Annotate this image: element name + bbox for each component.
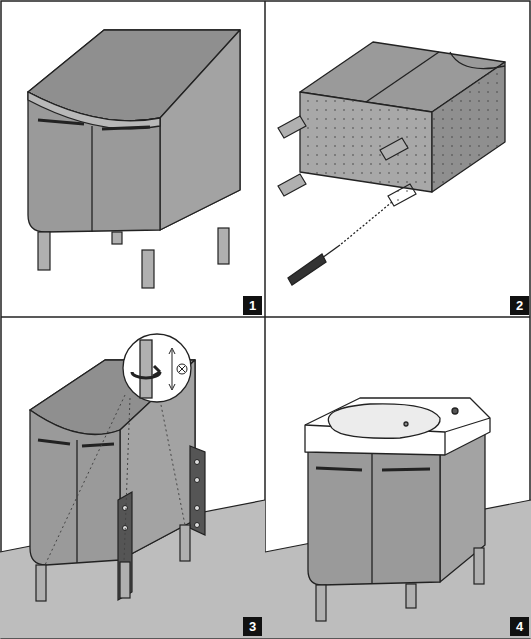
washbasin — [328, 404, 440, 438]
cabinet-leg — [388, 184, 416, 206]
cabinet-leg — [278, 116, 416, 206]
washbasin — [444, 432, 445, 455]
cabinet — [28, 92, 160, 129]
cabinet-leg — [278, 174, 306, 196]
detail-leader — [124, 398, 130, 562]
cabinet-leg — [38, 228, 229, 288]
cabinet-leg — [36, 565, 46, 601]
panel-frame — [1, 316, 530, 318]
step-number-text: 1 — [249, 299, 256, 312]
cabinet — [160, 30, 240, 230]
washbasin — [305, 398, 490, 455]
bracket-hole — [123, 506, 128, 511]
step-number: 3 — [243, 617, 262, 636]
cabinet-upside-down — [450, 52, 505, 69]
cabinet-leg — [36, 525, 190, 601]
cabinet-leg — [180, 525, 190, 561]
screwdriver — [288, 202, 392, 285]
cabinet-leg — [278, 116, 306, 138]
step-number: 1 — [243, 296, 262, 315]
cabinet — [82, 444, 114, 446]
cabinet-leg — [316, 585, 326, 621]
cabinet-leg — [316, 548, 484, 621]
cabinet — [316, 468, 362, 470]
screwdriver — [288, 254, 326, 285]
cabinet-upside-down — [300, 42, 505, 192]
detail-inset — [172, 350, 173, 388]
detail-inset — [179, 366, 185, 372]
cabinet-leg — [380, 138, 408, 160]
step-number-text: 3 — [249, 620, 256, 633]
wall-bracket — [190, 446, 205, 535]
cabinet — [38, 440, 70, 444]
detail-inset — [153, 366, 160, 376]
cabinet-upside-down — [366, 52, 439, 102]
cabinet — [382, 469, 430, 470]
bracket-hole — [195, 506, 200, 511]
cabinet-leg — [112, 232, 122, 244]
detail-leader — [45, 395, 185, 565]
cabinet — [28, 30, 240, 232]
detail-inset — [177, 364, 187, 374]
cabinet — [91, 126, 92, 232]
cabinet — [28, 92, 160, 232]
cabinet-upside-down — [300, 92, 432, 192]
wall-bracket — [118, 446, 205, 600]
wall-bracket — [118, 492, 132, 600]
cabinet-upside-down — [300, 92, 432, 192]
detail-inset — [123, 334, 191, 402]
step-number-text: 2 — [516, 299, 523, 312]
cabinet — [76, 440, 77, 563]
cabinet-upside-down — [432, 62, 505, 192]
bracket-hole — [195, 460, 200, 465]
step-number: 2 — [510, 296, 529, 315]
bracket-hole — [123, 460, 200, 591]
screwdriver — [322, 245, 340, 258]
detail-inset — [123, 334, 191, 402]
cabinet-leg — [474, 548, 484, 584]
detail-inset — [169, 348, 175, 390]
washbasin — [305, 398, 490, 455]
cabinet-leg — [218, 228, 229, 264]
screwdriver — [340, 202, 392, 245]
cabinet — [30, 410, 120, 565]
detail-inset — [140, 340, 152, 398]
bracket-hole — [195, 523, 200, 528]
cabinet-leg — [38, 232, 50, 270]
cabinet — [102, 127, 150, 129]
step-number-text: 4 — [516, 620, 523, 633]
detail-leader — [160, 400, 185, 525]
cabinet-leg — [120, 562, 130, 598]
washbasin — [404, 422, 408, 426]
detail-leader — [45, 395, 125, 565]
cabinet — [371, 449, 372, 584]
cabinet-upside-down — [432, 62, 505, 192]
cabinet — [38, 120, 84, 124]
step-number: 4 — [510, 617, 529, 636]
cabinet — [308, 448, 440, 585]
washbasin — [452, 408, 458, 414]
bracket-hole — [195, 478, 200, 483]
cabinet-leg — [142, 250, 154, 288]
cabinet-leg — [406, 584, 416, 608]
